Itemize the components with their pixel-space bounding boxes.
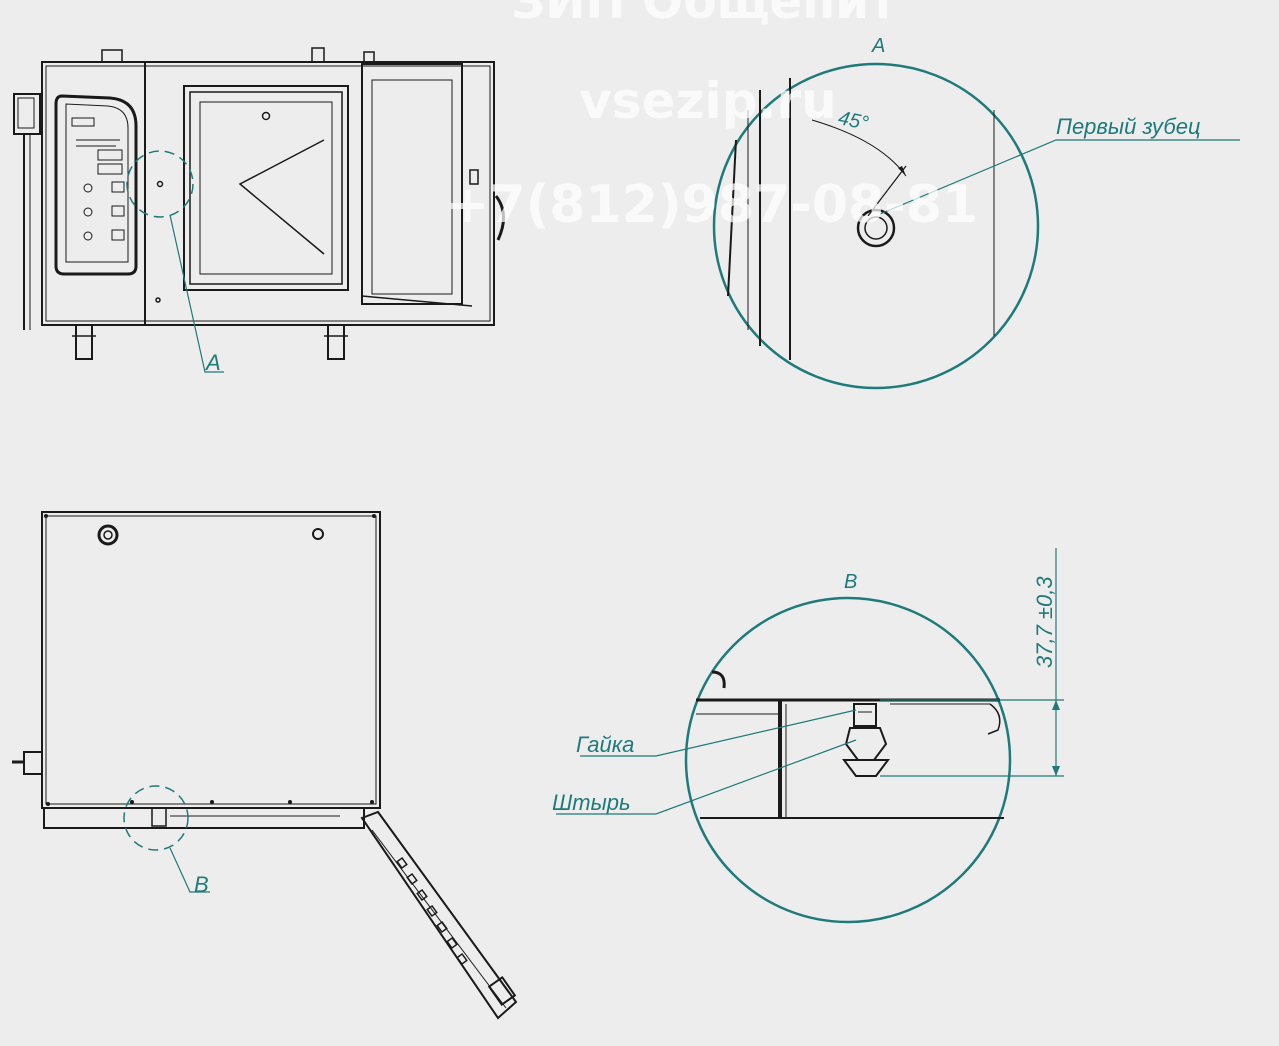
watermark-phone: +7(812)987-08-81 <box>446 175 978 235</box>
detail-a-title: A <box>871 35 885 57</box>
first-tooth-leader <box>879 139 1240 215</box>
oven-base-view <box>12 511 518 1020</box>
detail-a-marker <box>126 150 194 218</box>
pin-leader <box>556 739 857 815</box>
pin-label: Штырь <box>552 790 631 815</box>
watermark-brand: ЗИП Общепит <box>511 0 897 30</box>
angle-label: 45° <box>836 107 870 135</box>
callout-b-label: B <box>194 872 209 897</box>
detail-a-view <box>712 62 1240 390</box>
first-tooth-label: Первый зубец <box>1056 114 1201 139</box>
nut-and-pin <box>842 703 890 777</box>
nut-label: Гайка <box>576 732 634 757</box>
dimension-label: 37,7 ±0,3 <box>1032 576 1057 668</box>
detail-b-leader <box>169 847 210 893</box>
nut-leader <box>580 709 857 757</box>
watermark-site: vsezip.ru <box>579 72 837 130</box>
dimension-37-7 <box>880 548 1064 777</box>
detail-b-title: B <box>844 571 857 593</box>
detail-b-view <box>556 548 1064 924</box>
oven-front-view <box>13 47 505 373</box>
detail-b-marker <box>123 785 189 851</box>
detail-a-leader <box>169 214 224 373</box>
callout-a-label: A <box>204 350 221 375</box>
bolt-head <box>856 208 896 248</box>
